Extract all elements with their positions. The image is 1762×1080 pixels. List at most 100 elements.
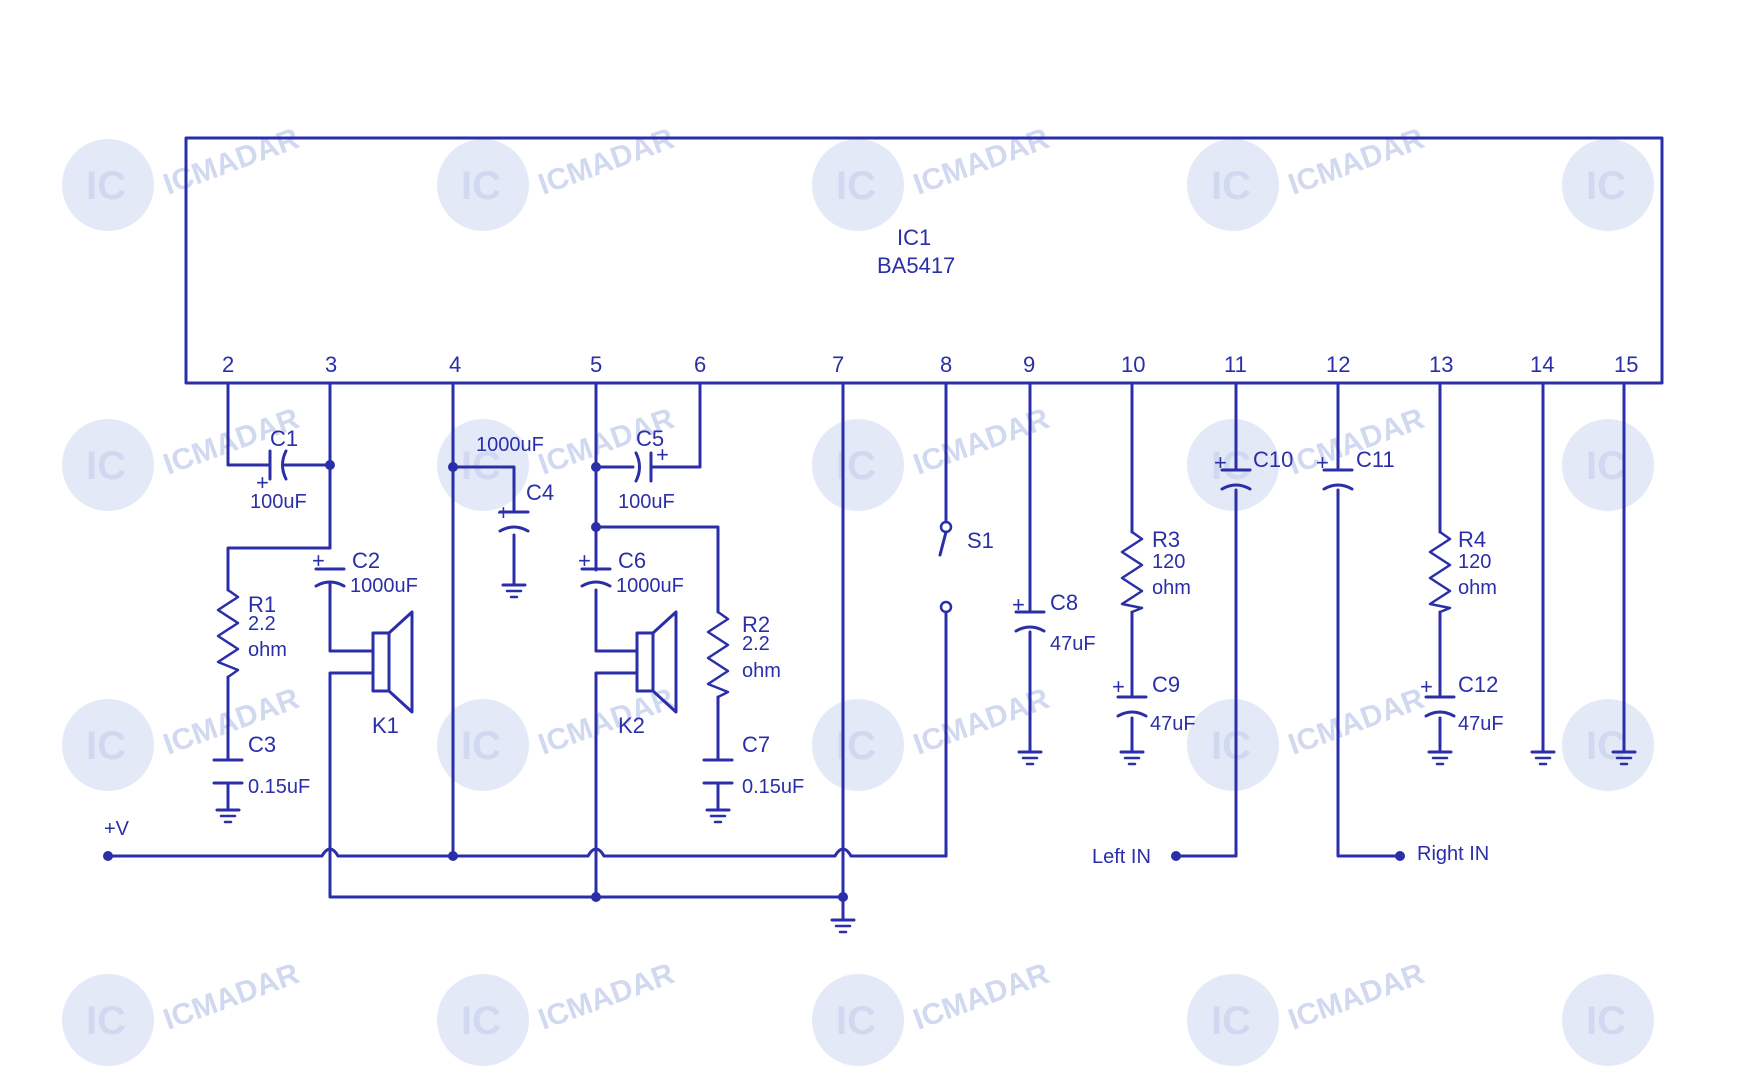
c9-value: 47uF: [1150, 713, 1196, 735]
r3-unit: ohm: [1152, 577, 1191, 599]
svg-text:ICMADAR: ICMADAR: [909, 122, 1054, 202]
grounds: [215, 583, 1637, 934]
capacitor-c7: C7 0.15uF: [702, 732, 804, 798]
r2-unit: ohm: [742, 660, 781, 682]
svg-text:ICMADAR: ICMADAR: [1284, 682, 1429, 762]
r4-value: 120: [1458, 551, 1491, 573]
capacitor-c2: + C2 1000uF: [312, 548, 418, 597]
svg-text:IC: IC: [1586, 999, 1626, 1043]
pin-label: 12: [1326, 352, 1350, 377]
watermark: IC ICMADAR: [812, 682, 1054, 791]
s1-ref: S1: [967, 528, 994, 553]
pin-label: 13: [1429, 352, 1453, 377]
vplus-rail: [106, 847, 948, 858]
svg-text:ICMADAR: ICMADAR: [909, 682, 1054, 762]
svg-text:IC: IC: [1586, 724, 1626, 768]
r4-unit: ohm: [1458, 577, 1497, 599]
ground-icon: [215, 808, 241, 824]
c1-ref: C1: [270, 426, 298, 451]
svg-text:IC: IC: [86, 444, 126, 488]
svg-text:ICMADAR: ICMADAR: [1284, 122, 1429, 202]
watermark: IC ICMADAR: [62, 957, 304, 1066]
capacitor-c12: + C12 47uF: [1420, 672, 1504, 735]
capacitor-c1: + C1 100uF: [250, 426, 307, 513]
r1-value: 2.2: [248, 613, 276, 635]
svg-text:IC: IC: [1211, 724, 1251, 768]
pin-label: 2: [222, 352, 234, 377]
svg-text:+: +: [1420, 674, 1433, 699]
pin-label: 8: [940, 352, 952, 377]
k1-ref: K1: [372, 713, 399, 738]
svg-text:ICMADAR: ICMADAR: [159, 682, 304, 762]
watermark: IC: [1562, 974, 1654, 1066]
capacitor-c5: + C5 100uF: [618, 426, 675, 513]
watermark: IC ICMADAR: [437, 957, 679, 1066]
ground-icon: [501, 583, 527, 599]
junction-dot: [591, 892, 601, 902]
k2-ref: K2: [618, 713, 645, 738]
junction-dot: [448, 851, 458, 861]
svg-text:+: +: [1214, 450, 1227, 475]
left-in-label: Left IN: [1092, 846, 1151, 868]
c12-value: 47uF: [1458, 713, 1504, 735]
vplus-label: +V: [104, 818, 130, 840]
r4-ref: R4: [1458, 527, 1486, 552]
svg-text:IC: IC: [1586, 444, 1626, 488]
capacitor-c3: C3 0.15uF: [212, 732, 310, 798]
c6-value: 1000uF: [616, 575, 684, 597]
capacitor-c10: + C10: [1214, 447, 1293, 491]
c12-ref: C12: [1458, 672, 1498, 697]
wire: [328, 581, 375, 653]
pin-label: 6: [694, 352, 706, 377]
svg-text:+: +: [578, 548, 591, 573]
ground-icon: [1119, 750, 1145, 766]
pin-labels: 2 3 4 5 6 7 8 9 10 11 12 13 14 15: [222, 352, 1638, 377]
wire: [1174, 488, 1238, 858]
wire: [226, 546, 332, 592]
pin-label: 5: [590, 352, 602, 377]
r2-ref: R2: [742, 612, 770, 637]
ground-icon: [1017, 750, 1043, 766]
c3-value: 0.15uF: [248, 776, 310, 798]
junction-dot: [448, 462, 458, 472]
watermark: IC: [1562, 699, 1654, 791]
capacitor-c4: + C4 1000uF: [476, 434, 554, 533]
svg-text:IC: IC: [1211, 999, 1251, 1043]
speaker-k1: K1: [371, 610, 414, 738]
watermark: IC ICMADAR: [1187, 682, 1429, 791]
svg-text:IC: IC: [86, 164, 126, 208]
svg-text:IC: IC: [1586, 164, 1626, 208]
svg-text:IC: IC: [86, 999, 126, 1043]
wire: [1336, 488, 1402, 858]
ground-icon: [1611, 750, 1637, 766]
ic-name: IC1: [897, 225, 931, 250]
r3-ref: R3: [1152, 527, 1180, 552]
c2-ref: C2: [352, 548, 380, 573]
terminal-dot: [1171, 851, 1181, 861]
terminal-dot: [1395, 851, 1405, 861]
r3-value: 120: [1152, 551, 1185, 573]
svg-text:ICMADAR: ICMADAR: [159, 957, 304, 1037]
right-in-label: Right IN: [1417, 843, 1489, 865]
svg-text:IC: IC: [1211, 164, 1251, 208]
ic-part-number: BA5417: [877, 253, 955, 278]
r1-unit: ohm: [248, 639, 287, 661]
junction-dot: [325, 460, 335, 470]
ic-body: [184, 136, 1664, 385]
c10-ref: C10: [1253, 447, 1293, 472]
wire: [594, 588, 639, 653]
ground-icon: [830, 918, 856, 934]
watermark: IC: [1562, 139, 1654, 231]
svg-text:+: +: [1012, 592, 1025, 617]
watermark: IC ICMADAR: [812, 957, 1054, 1066]
pin-label: 9: [1023, 352, 1035, 377]
pin-label: 3: [325, 352, 337, 377]
wire: [594, 671, 639, 899]
resistor-r3: R3 120 ohm: [1120, 527, 1191, 614]
junction-dot: [591, 522, 601, 532]
svg-text:+: +: [1316, 450, 1329, 475]
svg-text:IC: IC: [461, 999, 501, 1043]
pin-label: 7: [832, 352, 844, 377]
c9-ref: C9: [1152, 672, 1180, 697]
svg-text:IC: IC: [461, 724, 501, 768]
